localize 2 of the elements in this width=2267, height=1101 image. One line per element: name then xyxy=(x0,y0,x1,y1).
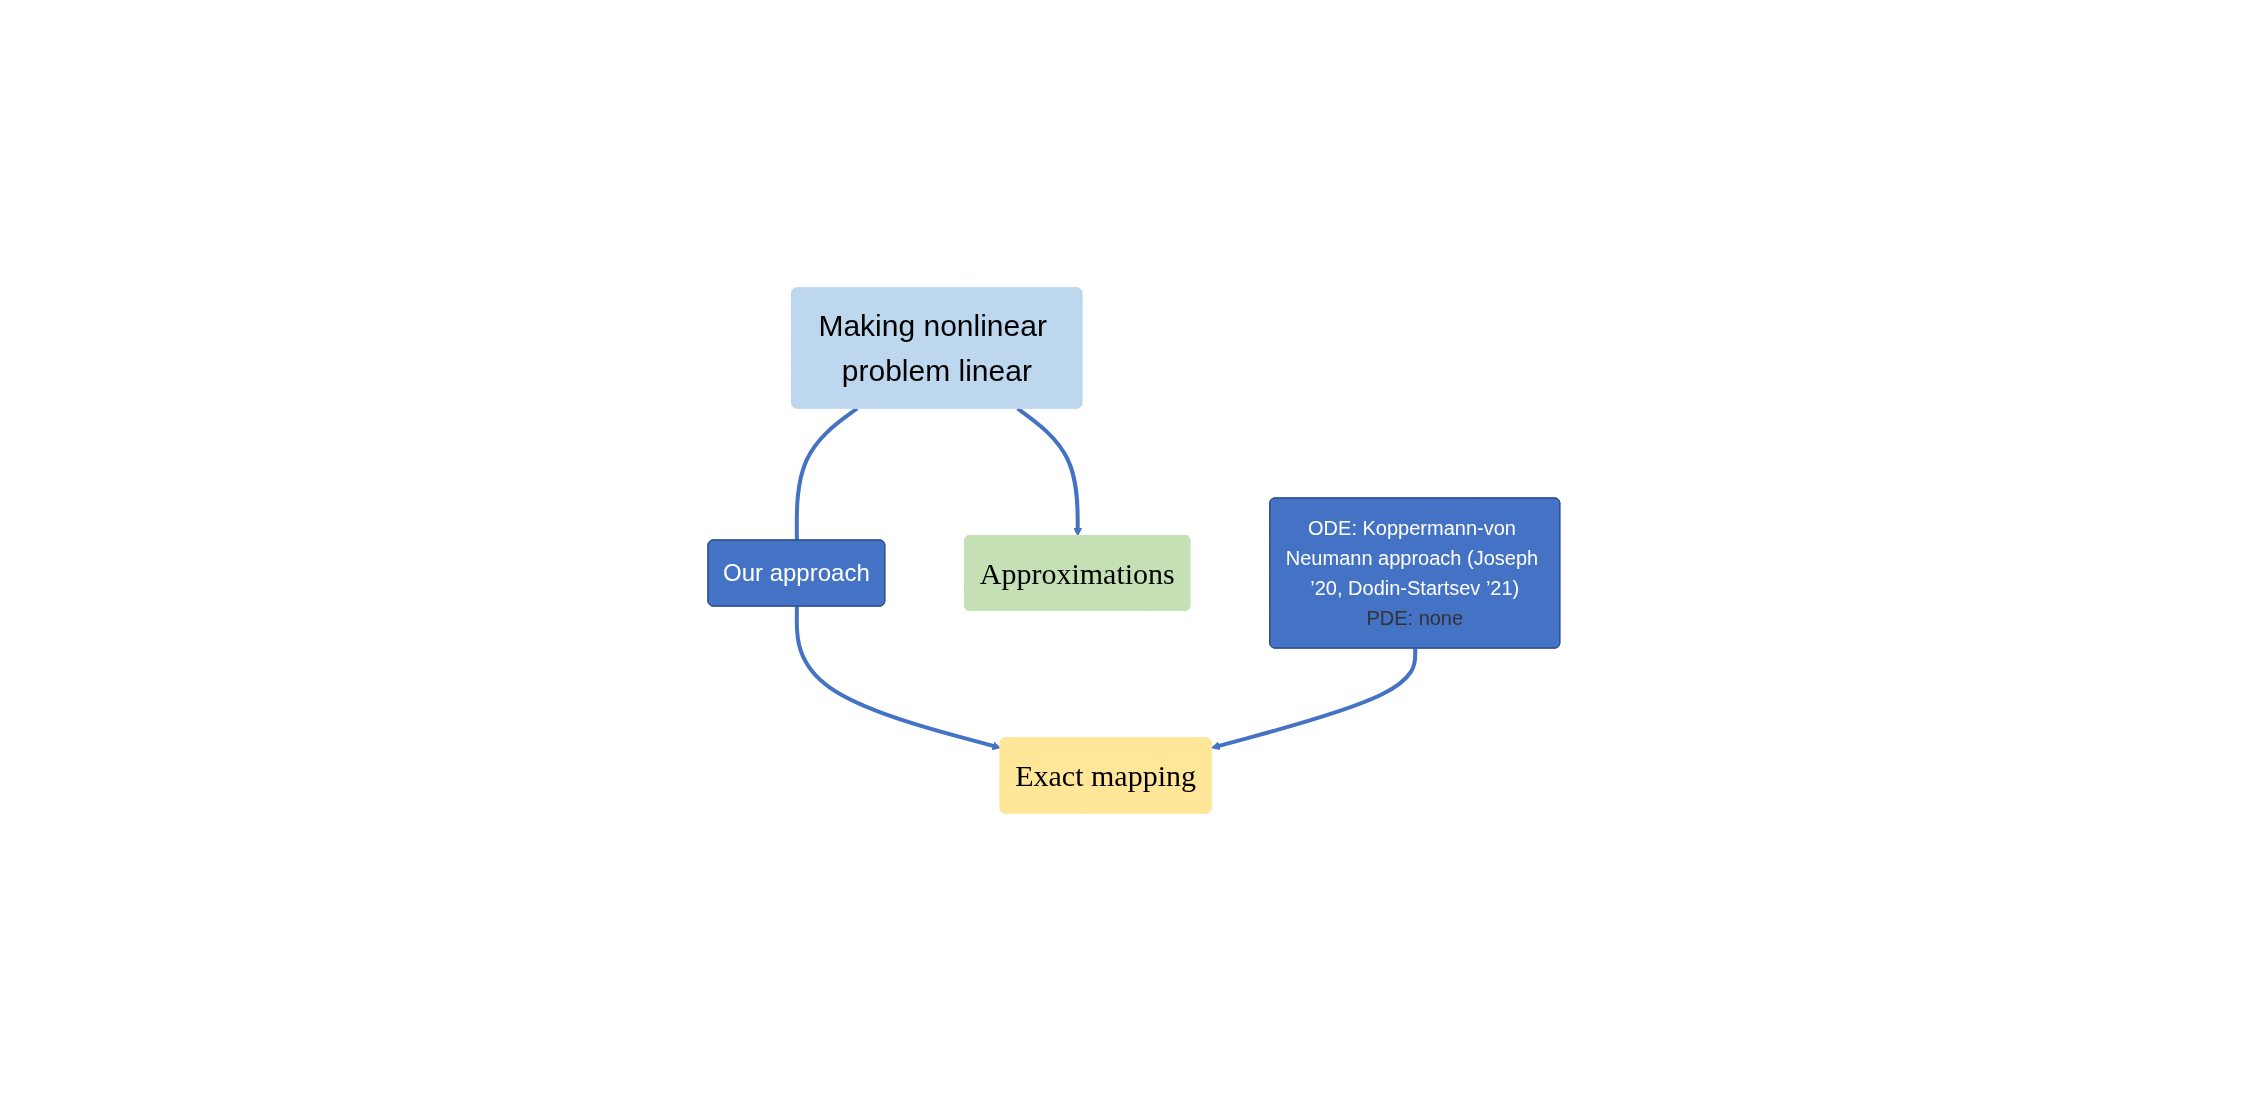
arrow xyxy=(794,606,1001,751)
arrow xyxy=(1210,648,1417,751)
